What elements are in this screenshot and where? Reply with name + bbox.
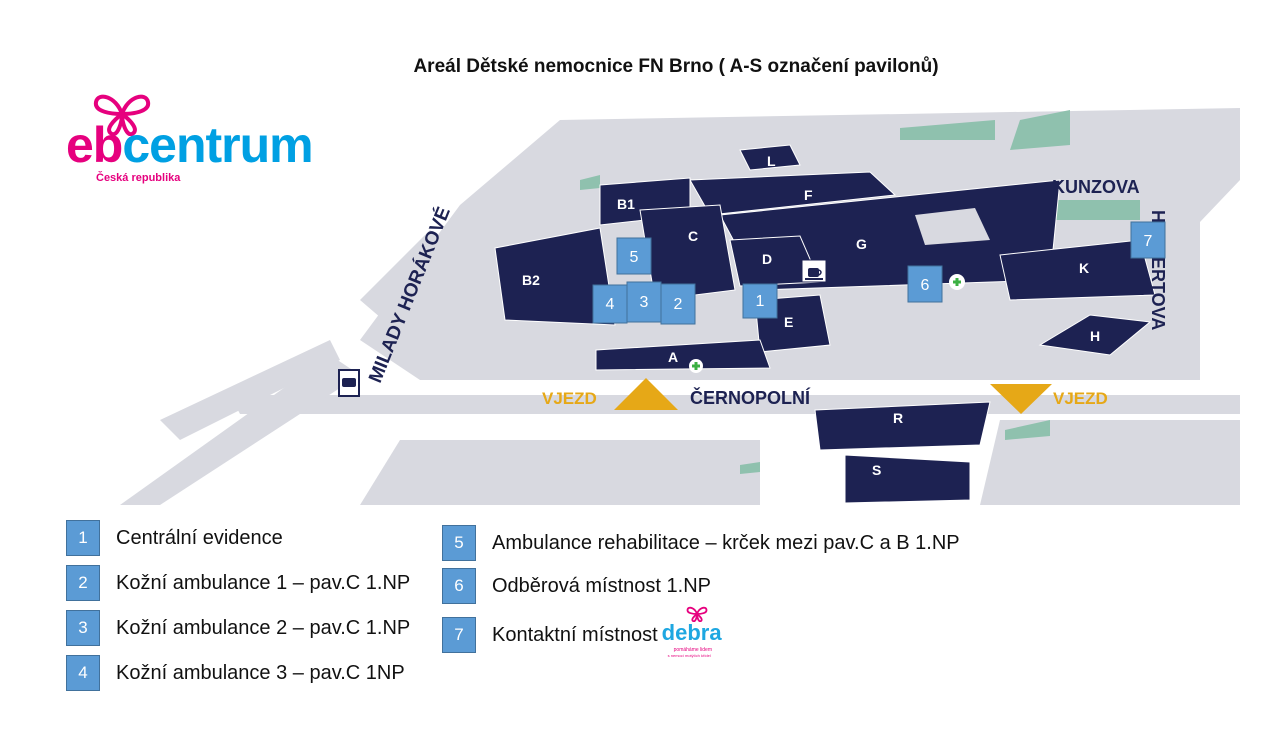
legend-badge: 7 xyxy=(442,617,476,653)
logo-centrum-text: centrum xyxy=(122,117,313,173)
pavilion-E-label: E xyxy=(784,314,793,330)
pavilion-A-shape xyxy=(595,339,771,371)
green-areas xyxy=(580,110,1140,474)
legend-badge: 6 xyxy=(442,568,476,604)
legend-text: Kožní ambulance 3 – pav.C 1NP xyxy=(116,661,405,684)
map-badge-7: 7 xyxy=(1130,221,1166,259)
logo-eb-text: eb xyxy=(66,117,123,173)
map-badges: 5 4 3 2 1 6 7 xyxy=(592,221,1166,325)
legend-item-5: 5 Ambulance rehabilitace – krček mezi pa… xyxy=(442,525,960,561)
legend-badge: 1 xyxy=(66,520,100,556)
legend-item-6: 6 Odběrová místnost 1.NP xyxy=(442,568,711,604)
pavilion-S-label: S xyxy=(872,462,881,478)
pavilion-L-shape xyxy=(739,144,801,171)
debra-tagline-2: s nemocí motýlích křídel xyxy=(667,653,711,658)
legend-badge: 2 xyxy=(66,565,100,601)
butterfly-icon xyxy=(93,94,151,136)
entrance-right-triangle xyxy=(990,384,1052,414)
coffee-cup-icon xyxy=(801,259,827,283)
pavilion-K-label: K xyxy=(1079,260,1089,276)
pavilion-K-shape xyxy=(999,239,1156,301)
inner-courtyard xyxy=(915,208,990,245)
pavilion-S-shape xyxy=(844,454,971,504)
butterfly-icon xyxy=(686,606,708,622)
svg-text:3: 3 xyxy=(640,294,649,311)
entrance-left-triangle xyxy=(614,378,678,410)
debra-tagline: pomáháme lidem xyxy=(673,647,712,653)
svg-text:1: 1 xyxy=(756,293,765,310)
map-badge-4: 4 xyxy=(592,284,628,324)
pavilion-C-label: C xyxy=(688,228,698,244)
legend-item-3: 3 Kožní ambulance 2 – pav.C 1.NP xyxy=(66,610,410,646)
pavilion-R-label: R xyxy=(893,410,903,426)
pavilion-R-shape xyxy=(814,401,991,451)
legend-text: Centrální evidence xyxy=(116,526,283,549)
hospital-area-map: L F G B1 B2 C D E A K H R S KUNZOVA MILA… xyxy=(120,108,1240,505)
legend-text: Kožní ambulance 2 – pav.C 1.NP xyxy=(116,616,411,639)
street-cernopolni-label: ČERNOPOLNÍ xyxy=(690,387,811,408)
map-badge-1: 1 xyxy=(742,283,778,319)
map-badge-6: 6 xyxy=(907,265,943,303)
pavilion-G-label: G xyxy=(856,236,867,252)
map-badge-3: 3 xyxy=(626,281,662,323)
legend-text: Odběrová místnost 1.NP xyxy=(492,574,711,597)
pavilion-A-label: A xyxy=(668,349,678,365)
debra-logo: debra pomáháme lidem s nemocí motýlích k… xyxy=(661,606,730,660)
legend-item-1: 1 Centrální evidence xyxy=(66,520,283,556)
debra-word: debra xyxy=(661,620,722,645)
map-badge-2: 2 xyxy=(660,283,696,325)
ebcentrum-logo: ebcentrum Česká republika xyxy=(66,92,341,190)
pavilion-D-label: D xyxy=(762,251,772,267)
legend-item-7: 7 Kontaktní místnost debra pomáháme lide… xyxy=(442,606,730,660)
buildings xyxy=(494,144,1156,504)
pavilion-F-label: F xyxy=(804,187,813,203)
svg-text:4: 4 xyxy=(606,296,615,313)
pharmacy-cross-icon xyxy=(689,359,703,373)
legend-text: Ambulance rehabilitace – krček mezi pav.… xyxy=(492,531,960,554)
pavilion-B1-label: B1 xyxy=(617,196,635,212)
pavilion-L-label: L xyxy=(767,153,776,169)
legend-item-2: 2 Kožní ambulance 1 – pav.C 1.NP xyxy=(66,565,410,601)
legend-item-4: 4 Kožní ambulance 3 – pav.C 1NP xyxy=(66,655,405,691)
svg-text:6: 6 xyxy=(921,277,930,294)
legend-badge: 3 xyxy=(66,610,100,646)
street-kunzova-label: KUNZOVA xyxy=(1052,177,1140,197)
pavilion-H-shape xyxy=(1038,314,1152,356)
pavilion-B2-shape xyxy=(494,227,616,326)
entrance-right-label: VJEZD xyxy=(1053,389,1108,408)
map-badge-5: 5 xyxy=(616,237,652,275)
legend-badge: 5 xyxy=(442,525,476,561)
legend-badge: 4 xyxy=(66,655,100,691)
entrance-left-label: VJEZD xyxy=(542,389,597,408)
pavilion-H-label: H xyxy=(1090,328,1100,344)
legend-text: Kontaktní místnost xyxy=(492,623,658,646)
pharmacy-cross-icon xyxy=(949,274,965,290)
page-title: Areál Dětské nemocnice FN Brno ( A-S ozn… xyxy=(413,56,939,77)
svg-text:2: 2 xyxy=(674,296,683,313)
legend-text: Kožní ambulance 1 – pav.C 1.NP xyxy=(116,571,411,594)
pavilion-B2-label: B2 xyxy=(522,272,540,288)
pavilion-F-shape xyxy=(689,171,897,216)
logo-subtitle: Česká republika xyxy=(96,172,181,184)
svg-text:7: 7 xyxy=(1144,233,1153,250)
bus-stop-icon xyxy=(338,369,360,397)
svg-text:5: 5 xyxy=(630,249,639,266)
